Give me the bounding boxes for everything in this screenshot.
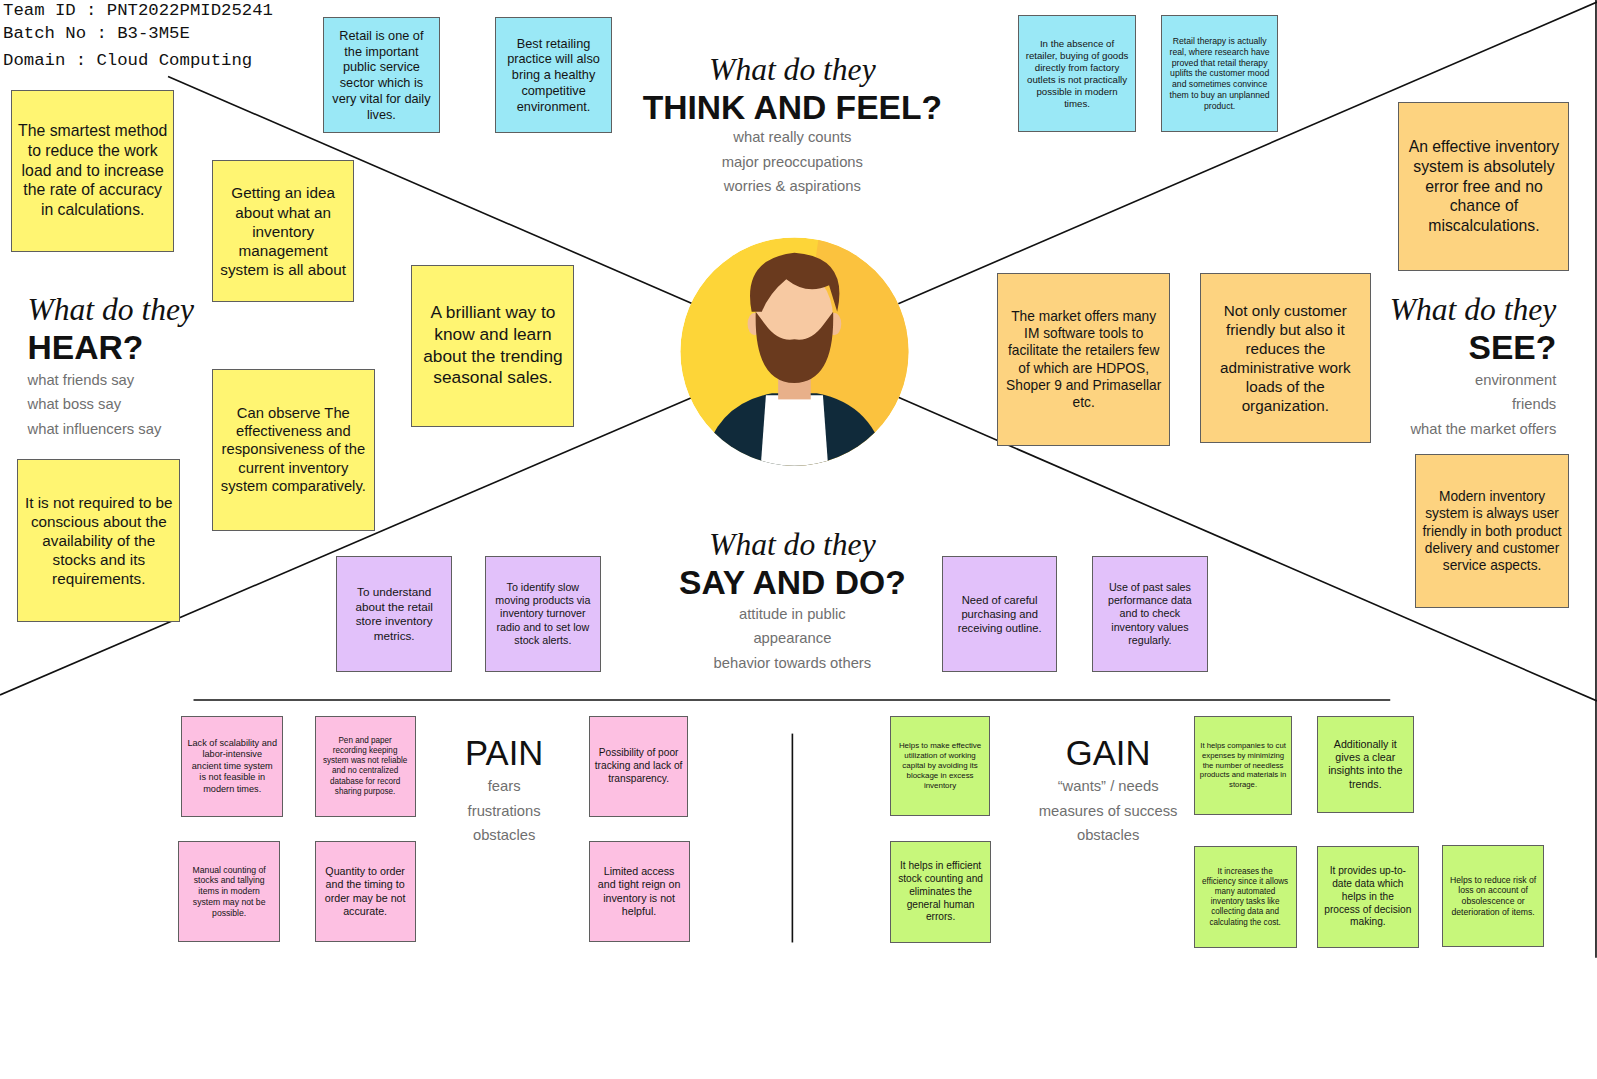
section-label: “wants” / needs	[1058, 778, 1159, 796]
section-label: What do they	[709, 51, 876, 89]
note-text: Helps to reduce risk of loss on account …	[1448, 875, 1538, 918]
note-text: To identify slow moving products via inv…	[491, 581, 595, 648]
sticky-note: It helps in efficient stock counting and…	[890, 841, 991, 943]
sticky-note: It is not required to be conscious about…	[17, 459, 180, 622]
sticky-note: It helps companies to cut expenses by mi…	[1194, 716, 1293, 815]
note-text: Helps to make effective utilization of w…	[896, 741, 984, 791]
note-text: Need of careful purchasing and receiving…	[948, 593, 1051, 635]
sticky-note: Helps to make effective utilization of w…	[890, 716, 990, 816]
section-label: what really counts	[733, 129, 851, 147]
section-label: what the market offers	[1410, 421, 1556, 439]
section-label: worries & aspirations	[724, 178, 861, 196]
sticky-note: Additionally it gives a clear insights i…	[1317, 716, 1414, 813]
note-text: Possibility of poor tracking and lack of…	[595, 747, 683, 785]
section-label: PAIN	[465, 733, 543, 775]
note-text: Quantity to order and the timing to orde…	[321, 865, 410, 918]
section-label: major preoccupations	[722, 154, 863, 172]
sticky-note: Quantity to order and the timing to orde…	[315, 841, 416, 942]
note-text: A brilliant way to know and learn about …	[417, 302, 568, 389]
header-text: Team ID : PNT2022PMID25241	[3, 1, 273, 22]
note-text: It is not required to be conscious about…	[23, 493, 174, 588]
sticky-note: An effective inventory system is absolut…	[1398, 102, 1569, 271]
avatar-illustration	[680, 229, 921, 479]
note-text: The market offers many IM software tools…	[1003, 308, 1164, 411]
note-text: Retail is one of the important public se…	[329, 28, 434, 123]
sticky-note: Best retailing practice will also bring …	[495, 17, 612, 133]
section-label: obstacles	[473, 827, 535, 845]
sticky-note: Can observe The effectiveness and respon…	[212, 369, 375, 531]
header-text: Batch No : B3-3M5E	[3, 24, 190, 45]
section-label: THINK AND FEEL?	[643, 88, 942, 128]
section-label: what friends say	[28, 372, 135, 390]
section-label: behavior towards others	[714, 655, 872, 673]
note-text: An effective inventory system is absolut…	[1404, 137, 1563, 236]
sticky-note: A brilliant way to know and learn about …	[411, 265, 574, 427]
section-label: SEE?	[1468, 328, 1556, 368]
sticky-note: Modern inventory system is always user f…	[1415, 454, 1570, 608]
note-text: It helps companies to cut expenses by mi…	[1200, 741, 1287, 789]
sticky-note: Use of past sales performance data and t…	[1092, 556, 1208, 672]
note-text: Lack of scalability and labor-intensive …	[187, 738, 277, 795]
note-text: Getting an idea about what an inventory …	[218, 183, 349, 278]
sticky-note: Retail is one of the important public se…	[323, 17, 440, 133]
note-text: It provides up-to-date data which helps …	[1323, 865, 1413, 929]
sticky-note: Lack of scalability and labor-intensive …	[181, 716, 283, 817]
note-text: In the absence of retailer, buying of go…	[1024, 38, 1129, 111]
section-label: GAIN	[1066, 733, 1151, 775]
sticky-note: The market offers many IM software tools…	[997, 273, 1170, 446]
note-text: Pen and paper recording keeping system w…	[321, 736, 410, 797]
note-text: Best retailing practice will also bring …	[501, 36, 606, 116]
note-text: It increases the efficiency since it all…	[1200, 867, 1291, 928]
section-label: environment	[1475, 372, 1556, 390]
header-text: Domain : Cloud Computing	[3, 51, 252, 72]
section-label: frustrations	[468, 803, 541, 821]
section-label: friends	[1512, 396, 1556, 414]
section-label: HEAR?	[28, 328, 144, 368]
note-text: It helps in efficient stock counting and…	[896, 860, 985, 924]
sticky-note: It provides up-to-date data which helps …	[1317, 846, 1419, 948]
section-label: measures of success	[1039, 803, 1178, 821]
section-label: SAY AND DO?	[679, 563, 906, 603]
note-text: Limited access and tight reign on invent…	[595, 865, 684, 918]
section-label: fears	[488, 778, 521, 796]
sticky-note: Manual counting of stocks and tallying i…	[178, 841, 280, 942]
note-text: Retail therapy is actually real, where r…	[1167, 36, 1272, 112]
sticky-note: The smartest method to reduce the work l…	[11, 90, 174, 252]
note-text: Use of past sales performance data and t…	[1098, 581, 1202, 648]
note-text: Modern inventory system is always user f…	[1421, 488, 1564, 574]
sticky-note: In the absence of retailer, buying of go…	[1018, 15, 1135, 132]
section-label: What do they	[28, 291, 195, 329]
section-label: what influencers say	[28, 421, 162, 439]
note-text: The smartest method to reduce the work l…	[17, 121, 168, 220]
quadrant-lines	[0, 0, 1597, 958]
note-text: Additionally it gives a clear insights i…	[1323, 738, 1408, 791]
section-label: attitude in public	[739, 606, 846, 624]
note-text: Can observe The effectiveness and respon…	[218, 404, 369, 496]
sticky-note: Retail therapy is actually real, where r…	[1161, 15, 1278, 132]
sticky-note: To understand about the retail store inv…	[336, 556, 452, 672]
section-label: appearance	[753, 630, 831, 648]
note-text: To understand about the retail store inv…	[342, 585, 446, 644]
note-text: Not only customer friendly but also it r…	[1206, 301, 1365, 416]
section-label: what boss say	[28, 396, 122, 414]
note-text: Manual counting of stocks and tallying i…	[184, 865, 274, 919]
section-label: What do they	[709, 526, 876, 564]
sticky-note: Pen and paper recording keeping system w…	[315, 716, 416, 817]
sticky-note: To identify slow moving products via inv…	[485, 556, 601, 672]
sticky-note: It increases the efficiency since it all…	[1194, 846, 1297, 948]
sticky-note: Helps to reduce risk of loss on account …	[1442, 845, 1544, 947]
sticky-note: Possibility of poor tracking and lack of…	[589, 716, 689, 817]
sticky-note: Need of careful purchasing and receiving…	[942, 556, 1057, 672]
sticky-note: Not only customer friendly but also it r…	[1200, 273, 1371, 443]
section-label: obstacles	[1077, 827, 1139, 845]
sticky-note: Limited access and tight reign on invent…	[589, 841, 690, 942]
section-label: What do they	[1390, 291, 1557, 329]
sticky-note: Getting an idea about what an inventory …	[212, 160, 355, 303]
